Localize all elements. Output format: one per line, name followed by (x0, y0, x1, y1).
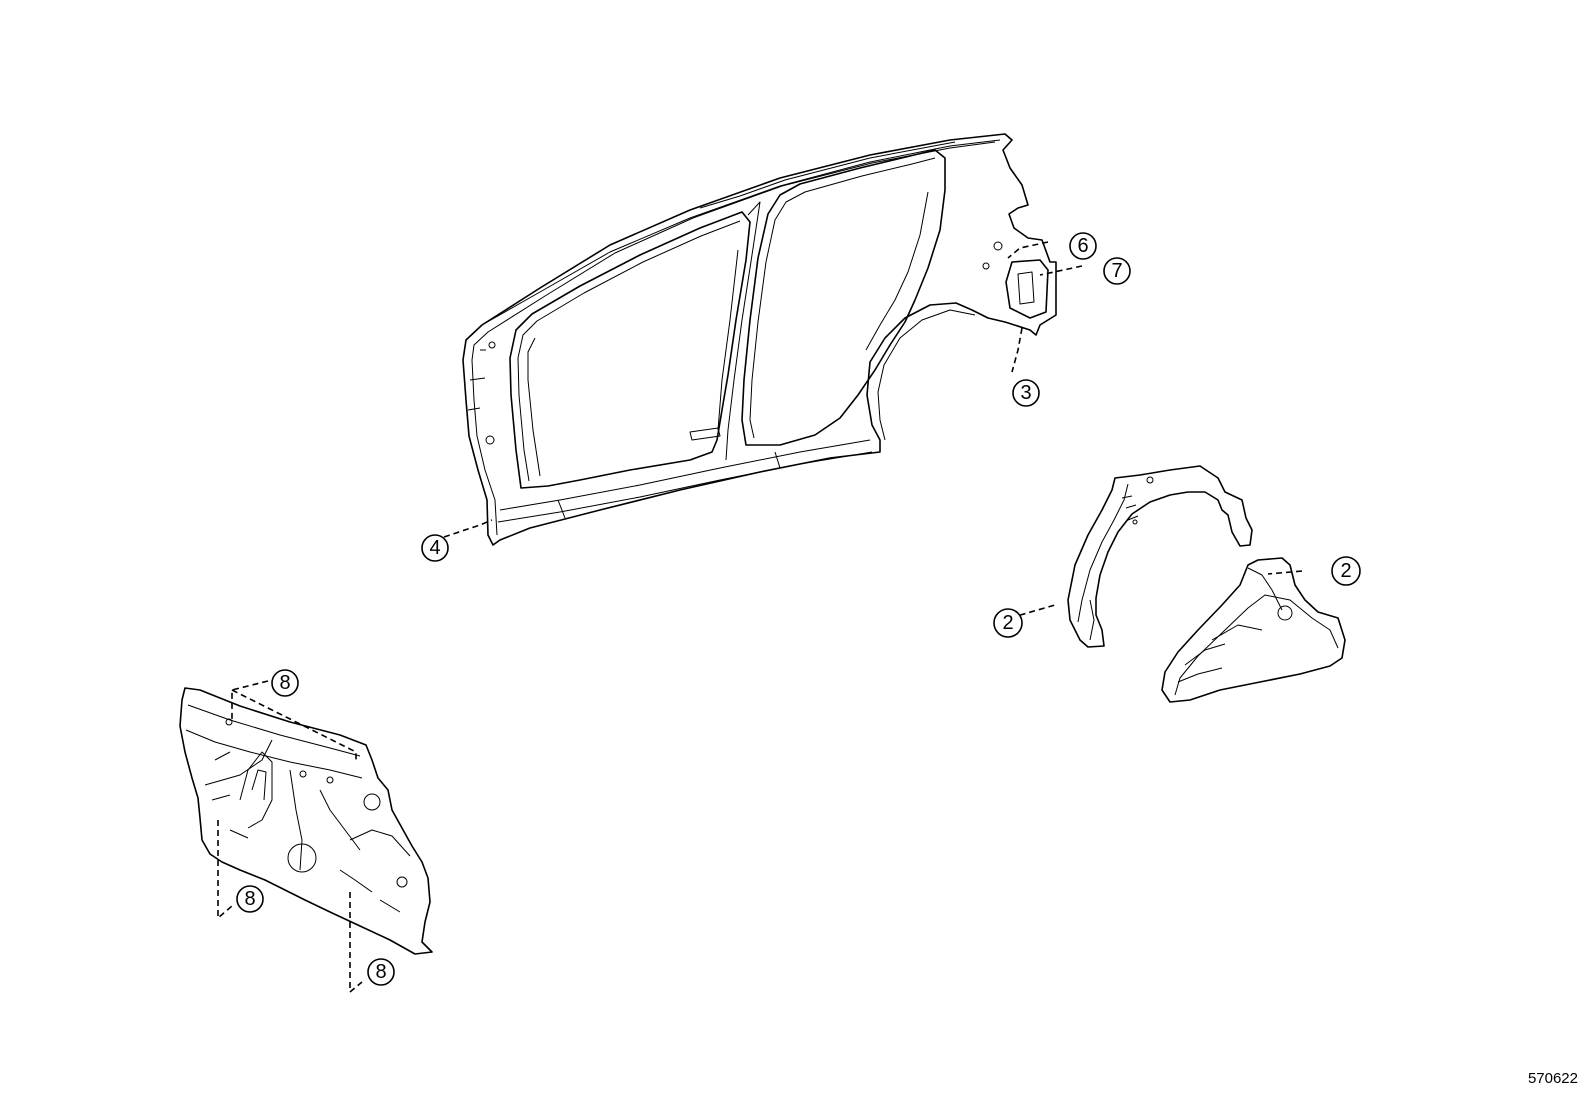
callout-2-right-number: 2 (1340, 560, 1351, 582)
callout-4[interactable]: 4 (421, 534, 449, 562)
wheel-house-outer-panel[interactable] (1067, 465, 1253, 648)
callout-8-top-number: 8 (279, 672, 290, 694)
callout-8-bottom-number: 8 (375, 961, 386, 983)
leader-2a (1009, 604, 1056, 619)
leader-8a (231, 680, 357, 760)
callout-6[interactable]: 6 (1069, 232, 1097, 260)
leader-4 (443, 519, 493, 538)
leader-2b (1267, 570, 1303, 575)
callout-7[interactable]: 7 (1103, 257, 1131, 285)
dash-panel[interactable] (179, 687, 433, 955)
leader-7 (1039, 265, 1083, 276)
callout-3[interactable]: 3 (1012, 379, 1040, 407)
leader-3 (1011, 327, 1023, 373)
callout-6-number: 6 (1077, 235, 1088, 257)
callout-8-bottom[interactable]: 8 (367, 958, 395, 986)
callout-2-left-number: 2 (1002, 612, 1013, 634)
leader-8c (349, 892, 363, 994)
callout-8-middle-number: 8 (244, 888, 255, 910)
wheel-house-inner-panel[interactable] (1161, 557, 1346, 703)
leader-lines (217, 241, 1303, 994)
callout-8-middle[interactable]: 8 (236, 885, 264, 913)
callout-3-number: 3 (1020, 382, 1031, 404)
diagram-reference-code: 570622 (1527, 1070, 1578, 1087)
callout-7-number: 7 (1111, 260, 1122, 282)
leader-8b (217, 820, 233, 920)
callout-4-number: 4 (429, 537, 440, 559)
callout-2-left[interactable]: 2 (993, 608, 1023, 638)
leader-6 (1007, 241, 1049, 259)
side-body-panel[interactable] (462, 133, 1057, 546)
callout-2-right[interactable]: 2 (1331, 556, 1361, 586)
callout-8-top[interactable]: 8 (271, 669, 299, 697)
